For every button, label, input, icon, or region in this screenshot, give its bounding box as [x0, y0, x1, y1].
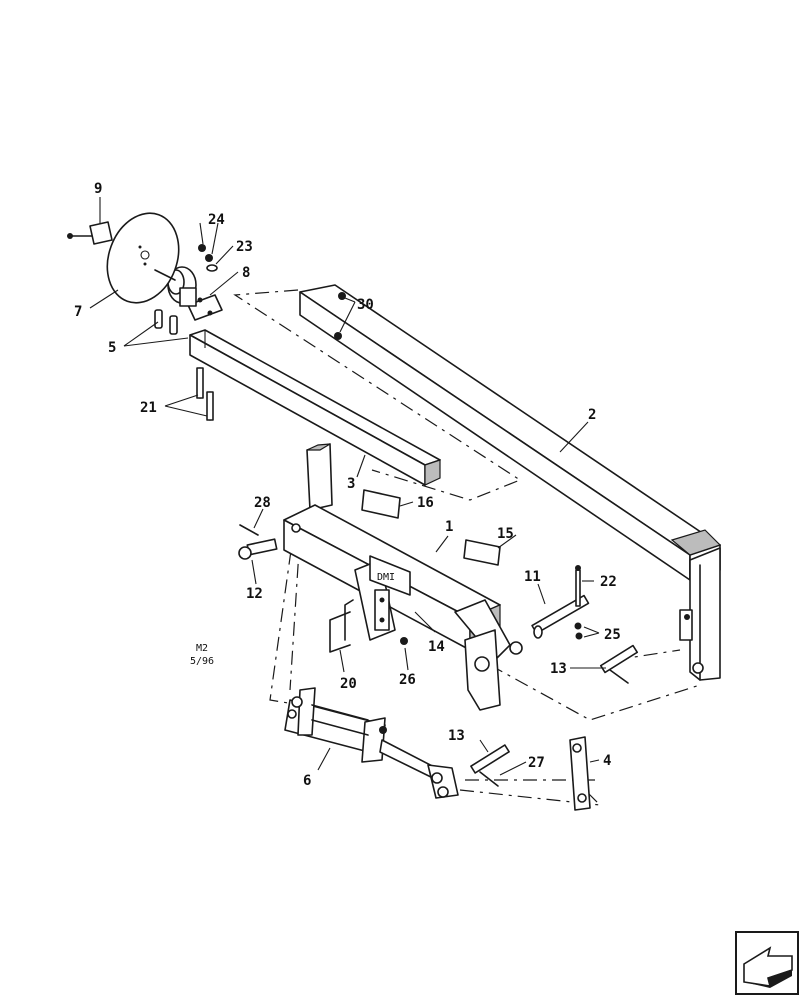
callout-8: 8	[242, 265, 250, 281]
callout-5: 5	[108, 340, 116, 356]
part-13-pin-lower	[470, 744, 510, 787]
callout-23: 23	[236, 239, 253, 255]
callout-30: 30	[357, 297, 374, 313]
callout-21: 21	[140, 400, 157, 416]
part-9-bracket	[67, 221, 113, 245]
callout-12: 12	[246, 586, 263, 602]
leader-lines	[89, 197, 606, 776]
part-28-cotter	[239, 524, 259, 536]
part-6-hydraulic-cylinder	[284, 687, 459, 799]
part-13-pin-upper	[599, 644, 639, 684]
part-25-nuts	[574, 622, 583, 640]
part-1-main-frame: DMI	[283, 443, 523, 711]
callout-24: 24	[208, 212, 225, 228]
callout-7: 7	[74, 304, 82, 320]
callout-22: 22	[600, 574, 617, 590]
part-3-tube-arm	[189, 329, 441, 486]
part-7-disc-blade	[106, 212, 180, 304]
callout-15: 15	[497, 526, 514, 542]
part-22-bolt	[575, 565, 581, 607]
parts-23-24-hardware	[198, 244, 218, 272]
dmi-decal-text: DMI	[377, 572, 395, 583]
callout-16: 16	[417, 495, 434, 511]
callout-13-upper: 13	[550, 661, 567, 677]
callout-20: 20	[340, 676, 357, 692]
callout-4: 4	[603, 753, 611, 769]
callout-28: 28	[254, 495, 271, 511]
part-2-main-beam	[299, 284, 722, 681]
drawing-date: 5/96	[190, 656, 214, 667]
part-4-link-bar	[569, 736, 591, 811]
next-page-arrow-icon[interactable]	[735, 931, 799, 995]
callout-26: 26	[399, 672, 416, 688]
part-21-bolts	[196, 367, 214, 421]
decals-15-16	[361, 489, 501, 566]
part-12-pin	[238, 538, 278, 560]
callout-13-lower: 13	[448, 728, 465, 744]
callout-3: 3	[347, 476, 355, 492]
part-5-pins	[154, 309, 178, 335]
callout-6: 6	[303, 773, 311, 789]
part-26-nut	[400, 637, 408, 645]
part-8-hub-bracket	[167, 266, 223, 321]
callout-9: 9	[94, 181, 102, 197]
part-20-u-bolt	[329, 599, 354, 653]
drawing-code: M2	[196, 643, 208, 654]
callout-25: 25	[604, 627, 621, 643]
callout-1: 1	[445, 519, 453, 535]
callout-11: 11	[524, 569, 541, 585]
callout-numbers: 9 7 24 23 8 30 5 21 2 3 16 28 1 15 11 22…	[74, 181, 621, 789]
callout-27: 27	[528, 755, 545, 771]
callout-2: 2	[588, 407, 596, 423]
part-11-pin	[531, 594, 590, 639]
callout-14: 14	[428, 639, 445, 655]
